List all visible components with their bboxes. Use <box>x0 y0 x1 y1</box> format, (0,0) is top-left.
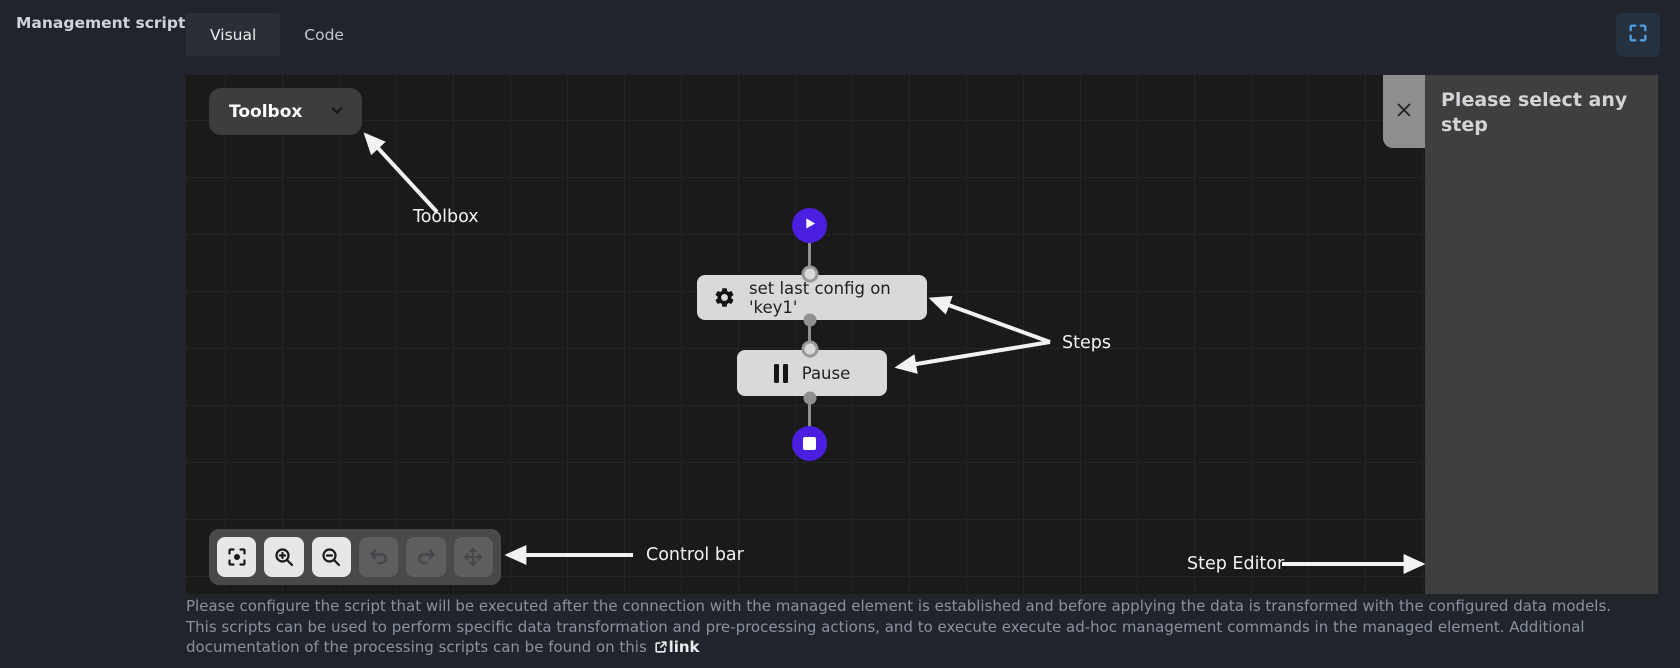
play-icon <box>800 214 819 237</box>
step2-input-handle[interactable] <box>801 340 819 358</box>
flow-start-node[interactable] <box>792 208 827 243</box>
footer-text: Please configure the script that will be… <box>186 597 1612 656</box>
annotation-step-editor: Step Editor <box>1187 554 1285 574</box>
zoom-out-button[interactable] <box>311 537 351 577</box>
annotation-steps: Steps <box>1062 333 1111 353</box>
step-editor-placeholder: Please select any step <box>1441 89 1628 136</box>
tab-code[interactable]: Code <box>304 25 344 44</box>
link-label: link <box>668 638 700 656</box>
redo-button <box>406 537 446 577</box>
flow-canvas[interactable]: Toolbox set last config on 'key1' Pause <box>186 75 1658 594</box>
chevron-down-icon <box>328 101 346 123</box>
step-label: set last config on 'key1' <box>749 278 891 317</box>
annotation-control-bar: Control bar <box>646 545 744 565</box>
toolbox-dropdown-label: Toolbox <box>229 101 303 122</box>
step-editor-panel: Please select any step <box>1425 75 1658 594</box>
view-tabbar: Visual Code <box>186 13 368 56</box>
stop-icon <box>803 437 816 450</box>
pause-icon <box>773 363 788 383</box>
page-title: Management script: <box>16 14 192 32</box>
tab-visual[interactable]: Visual <box>186 13 281 56</box>
fullscreen-icon <box>1627 22 1649 48</box>
flow-connector-line <box>808 243 811 429</box>
toolbox-dropdown-button[interactable]: Toolbox <box>209 88 362 135</box>
fullscreen-button[interactable] <box>1616 13 1660 57</box>
step2-output-handle[interactable] <box>803 391 817 405</box>
step-label: Pause <box>801 363 851 383</box>
documentation-link[interactable]: link <box>652 638 700 656</box>
close-step-editor-button[interactable] <box>1383 75 1425 148</box>
external-link-icon <box>652 638 669 656</box>
step1-output-handle[interactable] <box>803 313 817 327</box>
close-icon <box>1395 101 1413 123</box>
move-button <box>453 537 493 577</box>
step-pause[interactable]: Pause <box>737 350 887 396</box>
zoom-in-button[interactable] <box>264 537 304 577</box>
footer-description: Please configure the script that will be… <box>186 596 1646 658</box>
control-bar <box>209 529 501 585</box>
undo-button <box>358 537 399 577</box>
annotation-toolbox: Toolbox <box>413 207 479 227</box>
fit-view-button[interactable] <box>217 537 257 577</box>
step-set-last-config[interactable]: set last config on 'key1' <box>697 275 927 320</box>
step1-input-handle[interactable] <box>801 265 819 283</box>
flow-end-node[interactable] <box>792 426 827 461</box>
gear-icon <box>713 286 736 309</box>
